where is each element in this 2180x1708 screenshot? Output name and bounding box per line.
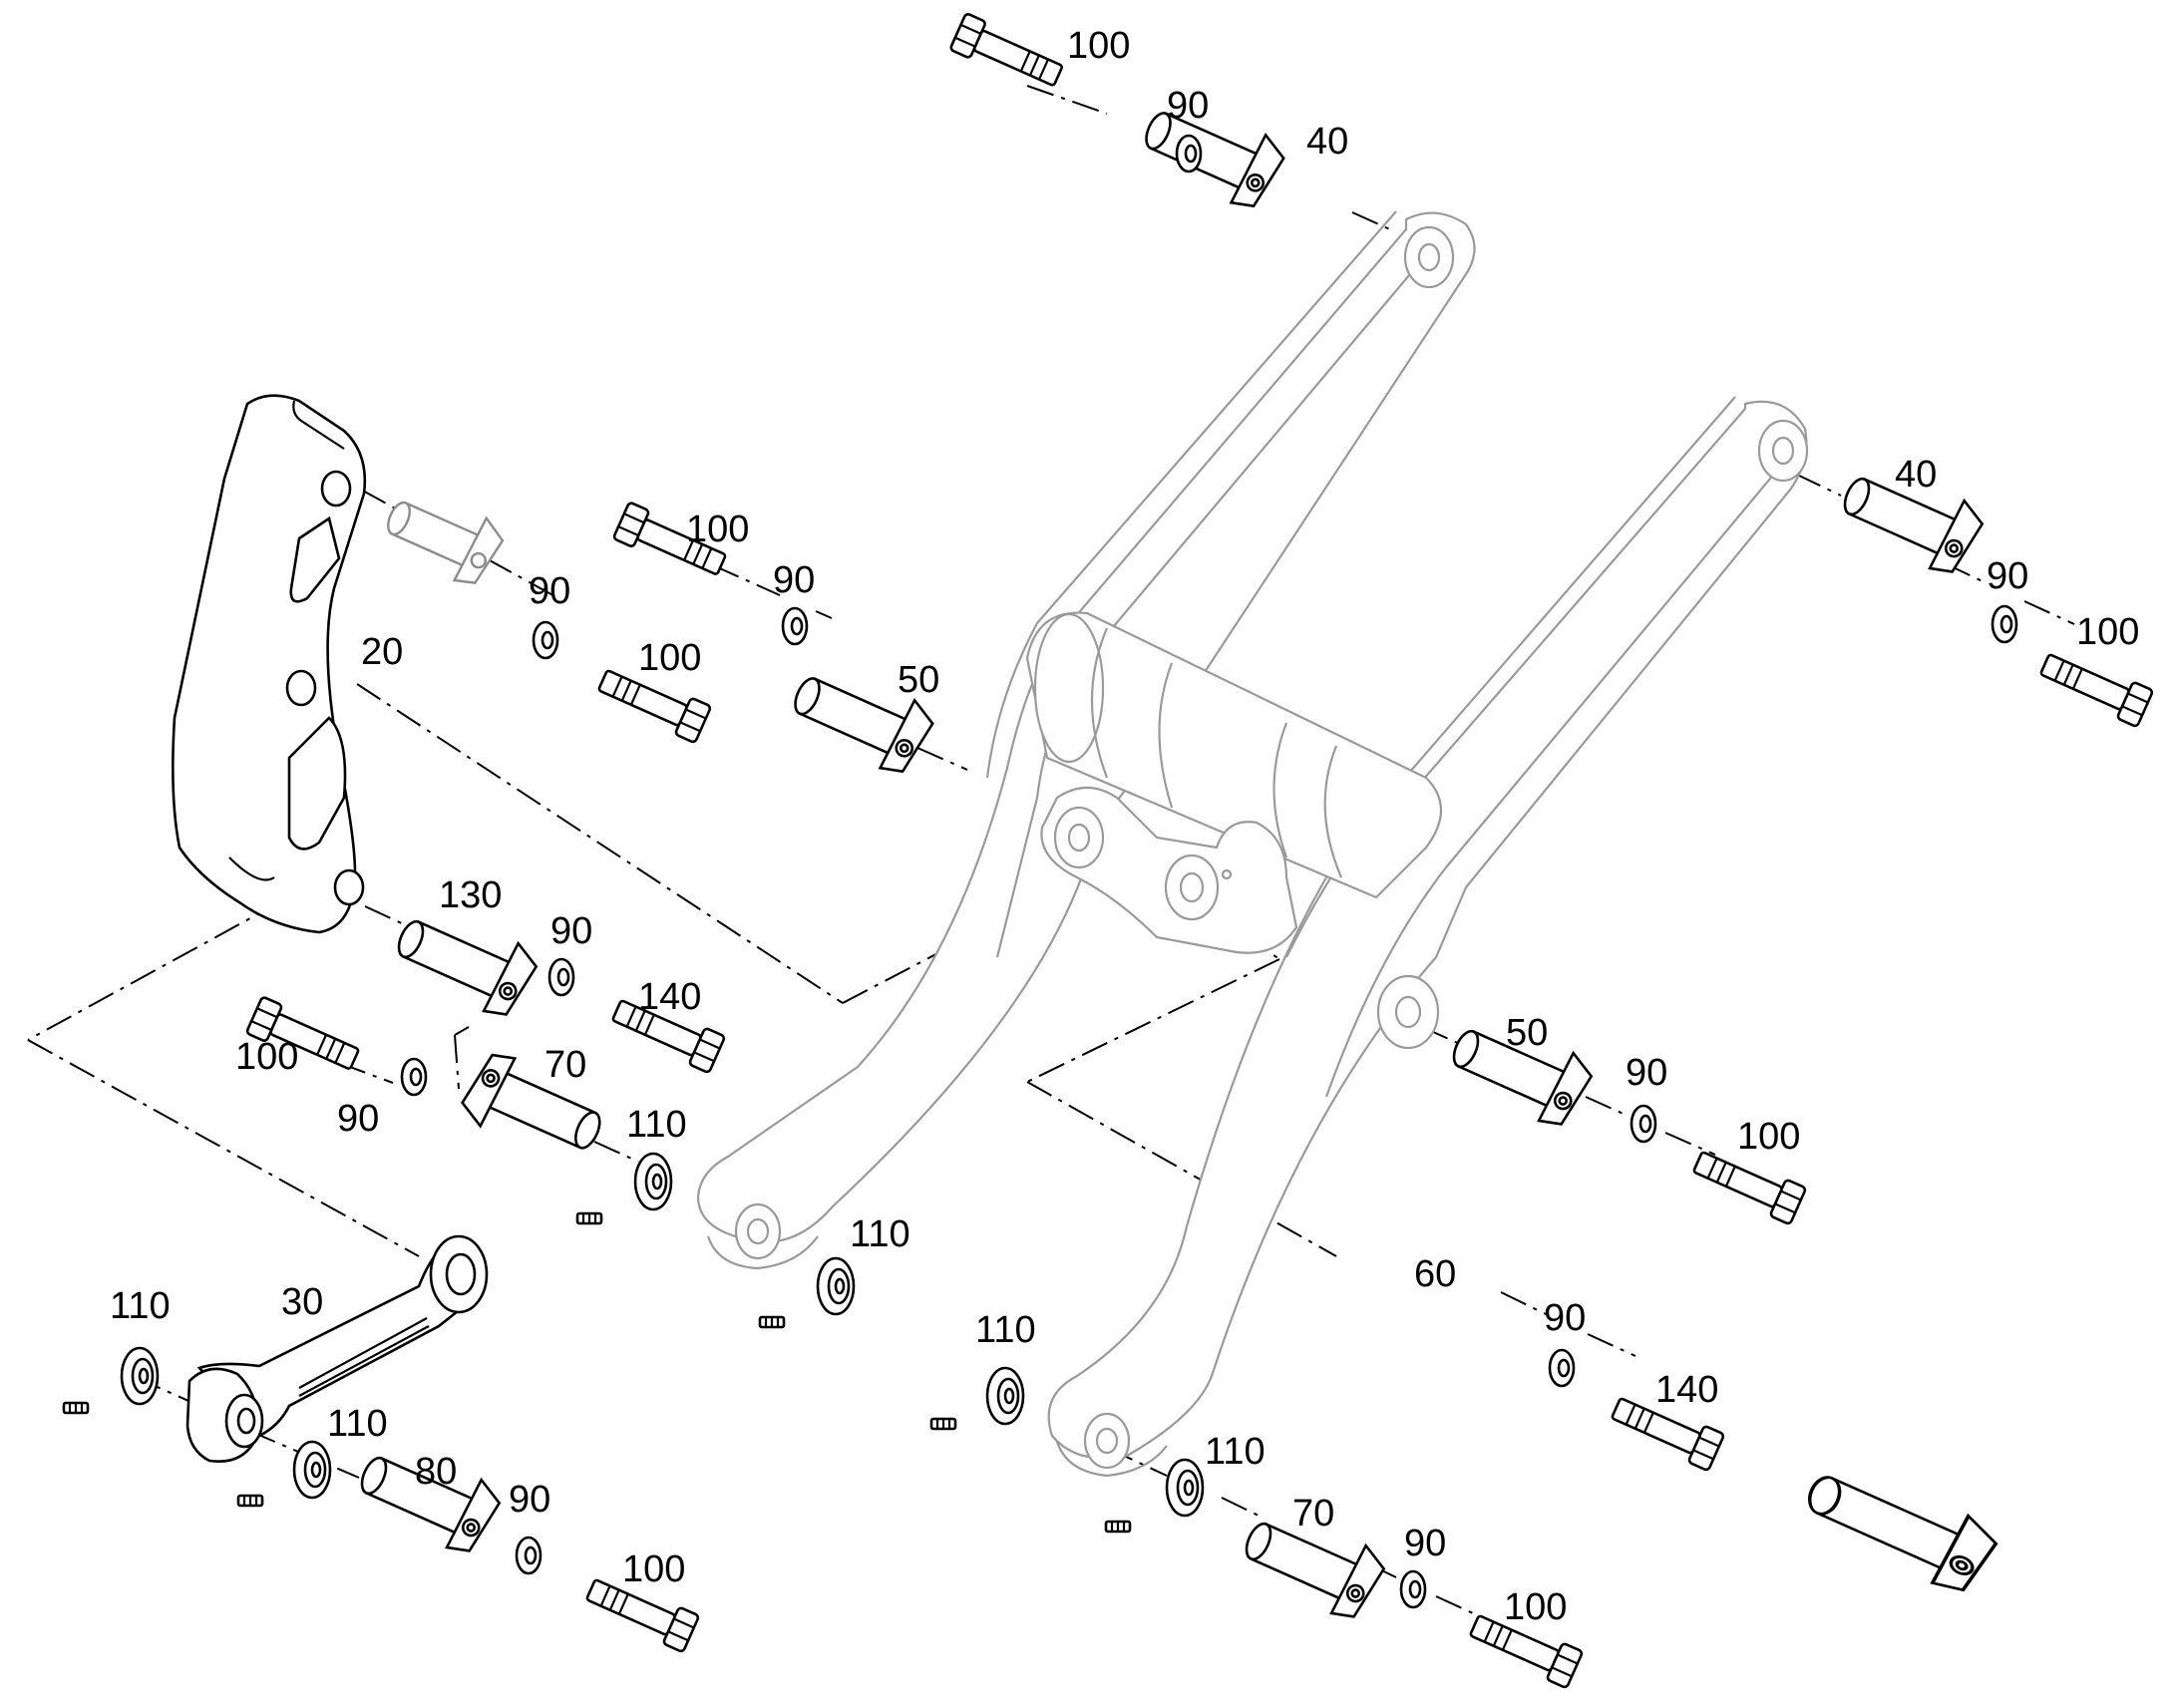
callout-110: 110	[850, 1213, 910, 1255]
seal-110-rb-icon	[985, 1366, 1025, 1426]
washer-90-right-icon	[1991, 604, 2018, 644]
washer-90-r50-icon	[1630, 1104, 1657, 1144]
grease-nipple-icon	[575, 1211, 603, 1225]
callout-90: 90	[550, 910, 592, 952]
link-part-30	[185, 1234, 489, 1464]
callout-100: 100	[622, 1548, 685, 1590]
seal-110-bl-icon	[120, 1346, 160, 1406]
callout-90: 90	[1167, 85, 1209, 127]
callout-110: 110	[327, 1403, 388, 1445]
callout-70: 70	[545, 1044, 586, 1086]
callout-60: 60	[1414, 1253, 1456, 1295]
callout-130: 130	[439, 874, 502, 916]
pin-60-icon	[1795, 1452, 2003, 1602]
ghost-pin-icon	[375, 481, 510, 593]
bolt-100-right-icon	[2035, 644, 2155, 729]
callout-90: 90	[529, 570, 570, 612]
callout-100: 100	[1737, 1116, 1800, 1158]
callout-110: 110	[110, 1285, 171, 1327]
washer-90-top-icon	[1175, 134, 1203, 173]
grease-nipple-icon	[758, 1315, 786, 1329]
callout-100: 100	[1504, 1586, 1567, 1628]
callout-50: 50	[1506, 1012, 1548, 1054]
grease-nipple-icon	[236, 1494, 264, 1508]
pin-70-left-icon	[455, 1044, 613, 1173]
callout-100: 100	[1067, 25, 1130, 67]
seal-110-arm-icon	[816, 1256, 856, 1316]
seal-110-l70-icon	[633, 1152, 673, 1211]
washer-90-60-icon	[1548, 1348, 1576, 1388]
callout-90: 90	[1626, 1052, 1667, 1094]
grease-nipple-icon	[1104, 1520, 1132, 1534]
callout-90: 90	[1404, 1523, 1446, 1564]
callout-110: 110	[1205, 1431, 1266, 1473]
callout-labels: 100 90 40 100 90 50 90 100 20 130 90 140…	[110, 25, 2139, 1628]
seal-110-bl2-icon	[292, 1440, 332, 1500]
callout-40: 40	[1306, 121, 1348, 163]
washer-90-80-icon	[515, 1536, 543, 1575]
washer-90-mid-icon	[781, 606, 809, 646]
callout-100: 100	[235, 1036, 298, 1078]
washer-90-130-icon	[547, 957, 575, 997]
callout-30: 30	[281, 1281, 323, 1323]
callout-70: 70	[1292, 1493, 1334, 1535]
bellcrank-part-20	[172, 394, 367, 934]
callout-110: 110	[975, 1309, 1036, 1351]
washer-90-r70-icon	[1399, 1569, 1427, 1609]
pin-130-icon	[385, 897, 544, 1025]
washer-90-left-icon	[532, 620, 559, 660]
callout-100: 100	[638, 637, 701, 679]
callout-40: 40	[1895, 454, 1937, 496]
grease-nipple-icon	[929, 1417, 957, 1431]
bolt-100-top-icon	[948, 11, 1068, 96]
callout-140: 140	[1655, 1369, 1718, 1411]
callout-90: 90	[1987, 555, 2028, 597]
callout-140: 140	[638, 976, 701, 1018]
callout-90: 90	[1544, 1297, 1586, 1339]
callout-100: 100	[686, 509, 749, 550]
callout-90: 90	[773, 559, 815, 601]
grease-nipple-icon	[62, 1401, 90, 1415]
callout-90: 90	[337, 1098, 379, 1140]
washer-90-l70-icon	[400, 1057, 428, 1097]
seal-110-rb2-icon	[1165, 1458, 1205, 1518]
pin-40-top-icon	[1133, 89, 1291, 216]
lift-arm-frame	[696, 210, 1809, 1478]
callout-90: 90	[509, 1479, 550, 1521]
callout-50: 50	[898, 659, 939, 701]
callout-100: 100	[2076, 611, 2139, 653]
callout-110: 110	[626, 1104, 687, 1146]
callout-80: 80	[415, 1451, 457, 1493]
callout-20: 20	[361, 631, 403, 673]
